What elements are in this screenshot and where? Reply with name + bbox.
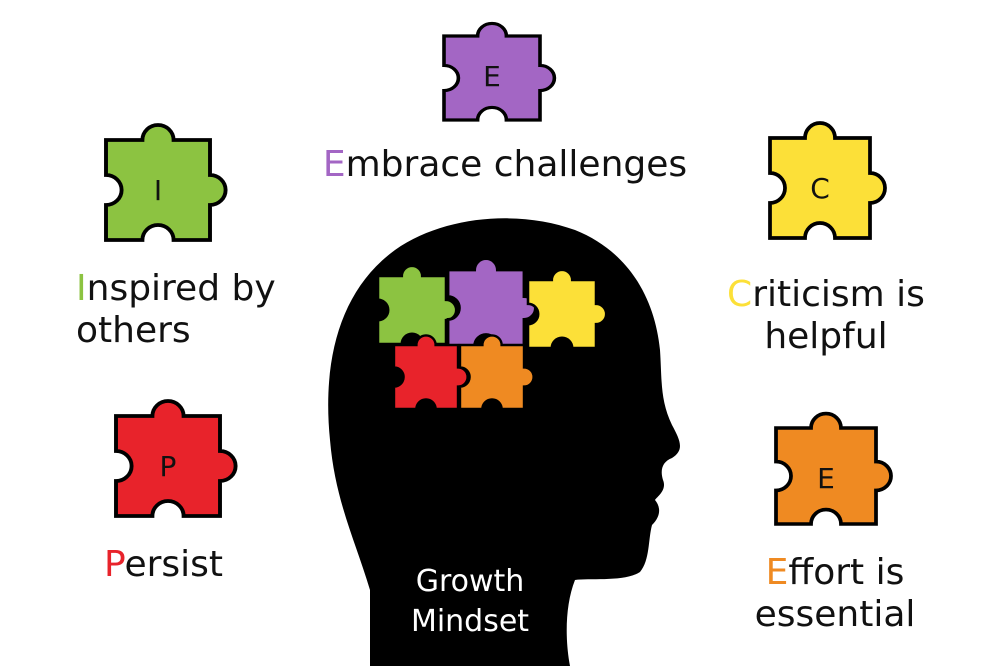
puzzle-letter: E [483,60,501,93]
label-persist: Persist [104,544,223,586]
center-label-line2: Mindset [410,604,530,639]
label-rest: mbrace challenges [345,144,688,185]
label-initial: E [322,144,346,185]
label-rest: ersist [124,544,224,585]
puzzle-piece-shape [104,123,228,242]
label-initial: E [765,552,789,593]
label-inspired: Inspired by others [76,268,276,352]
label-rest: nspired by [86,268,276,309]
center-label: Growth Mindset [395,562,545,642]
brain-piece-red [392,334,469,411]
brain-piece-orange [458,334,535,411]
puzzle-letter: E [817,462,835,495]
brain-piece-green [376,264,458,346]
piece-effort: E [774,411,893,526]
piece-persist: P [114,399,238,518]
label-rest: riticism is [752,274,925,315]
piece-embrace: E [442,21,557,122]
label-initial: C [727,274,753,315]
piece-inspired: I [104,123,228,242]
puzzle-letter: C [810,172,830,205]
label-rest: ffort is [788,552,905,593]
puzzle-letter: P [160,450,177,483]
label-effort: Effort is essential [720,552,950,636]
label-initial: I [76,268,87,309]
label-line2: essential [754,594,916,635]
label-line2: helpful [764,316,888,357]
center-label-line1: Growth [415,564,525,599]
label-embrace: Embrace challenges [305,144,705,186]
label-line2: others [76,310,191,351]
brain-piece-yellow [526,268,608,350]
label-initial: P [104,544,125,585]
piece-criticism: C [768,121,887,240]
label-criticism: Criticism is helpful [706,274,946,358]
brain-piece-purple [446,257,537,348]
puzzle-letter: I [154,174,162,207]
